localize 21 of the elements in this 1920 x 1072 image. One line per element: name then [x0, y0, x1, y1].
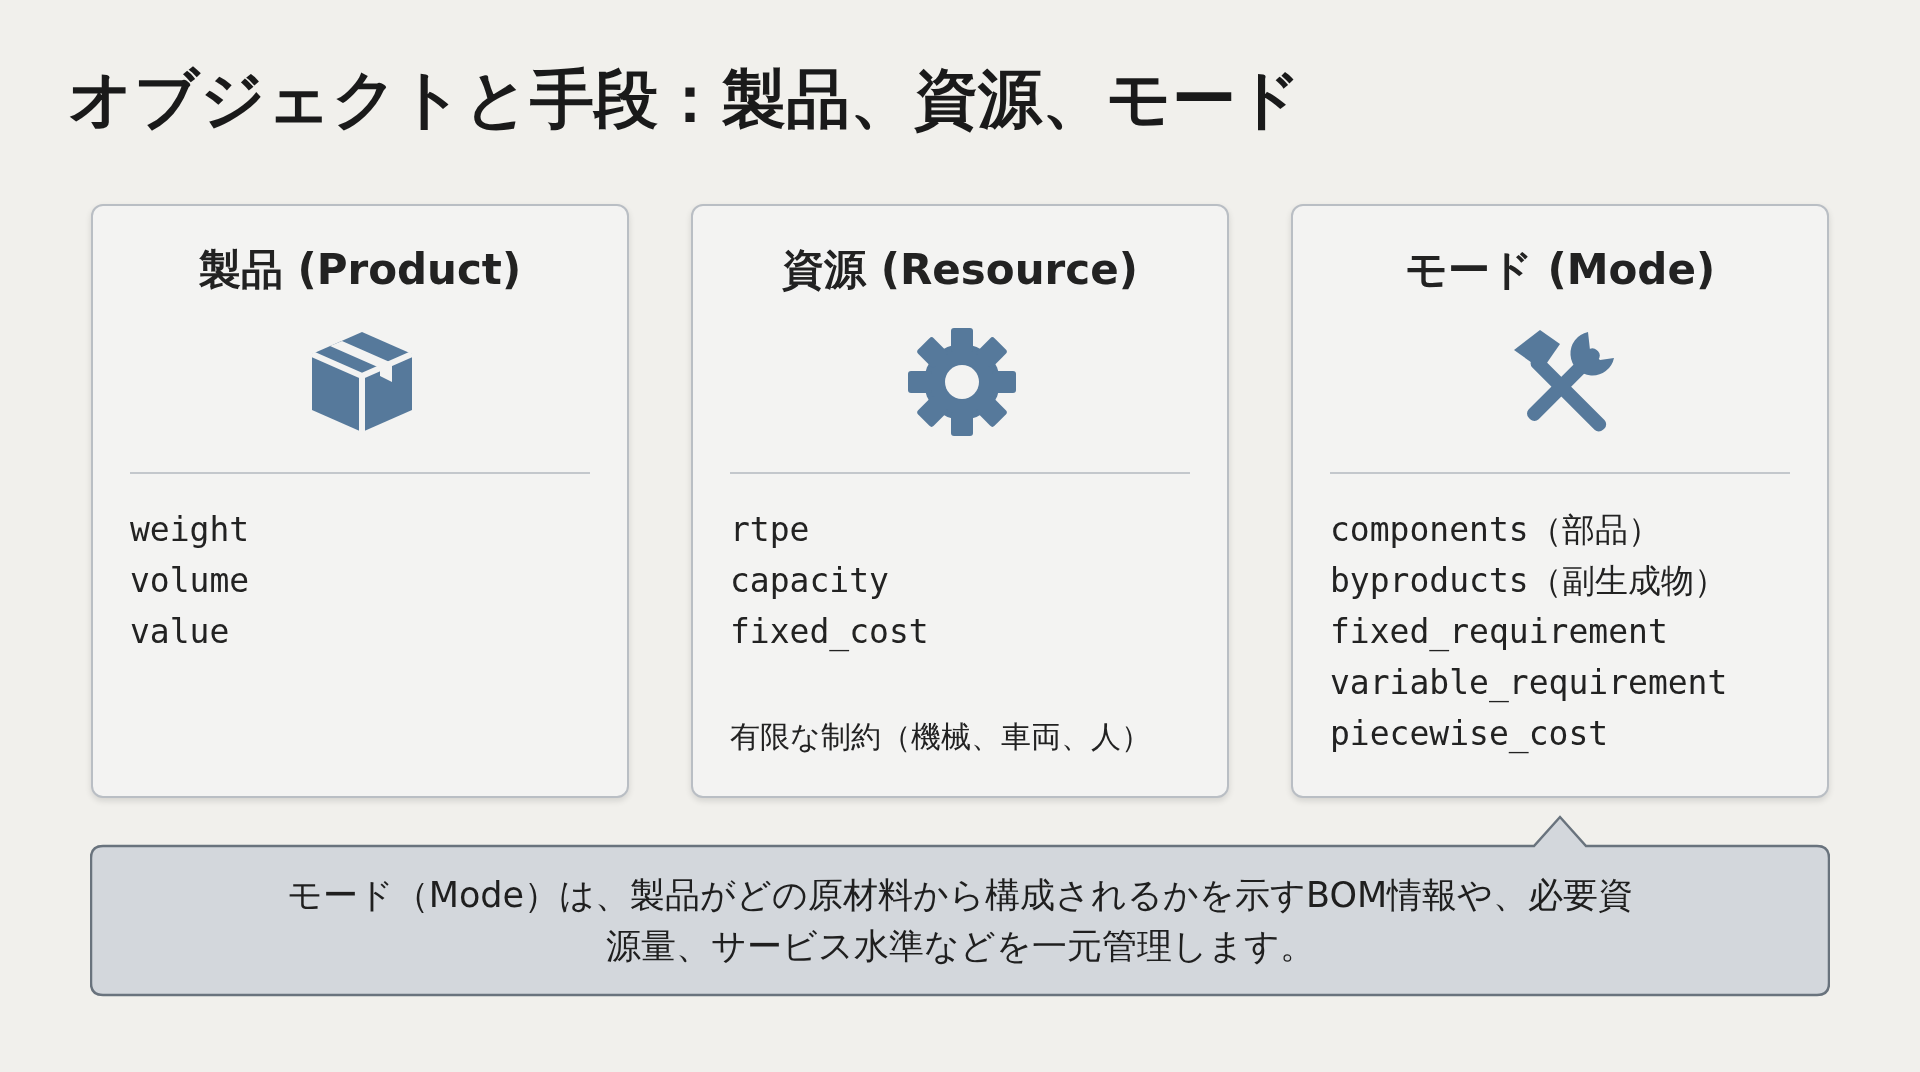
attribute-name: volume — [130, 561, 250, 601]
card — [91, 204, 629, 798]
attribute-name: capacity — [730, 561, 889, 601]
attribute-name: fixed_cost — [730, 612, 929, 652]
attribute-name: weight — [130, 510, 250, 550]
callout-box — [90, 815, 1830, 997]
attribute-name: value — [130, 612, 230, 652]
card-title: モード (Mode) — [1404, 244, 1716, 296]
attribute-name: rtpe — [730, 510, 810, 550]
attribute-name: components（部品） — [1330, 510, 1661, 550]
card-title: 製品 (Product) — [198, 244, 522, 296]
attribute-name: byproducts（副生成物） — [1330, 561, 1727, 601]
callout-text: モード（Mode）は、製品がどの原材料から構成されるかを示すBOM情報や、必要資源量、サービス水準などを一元管理します。 — [285, 874, 1635, 968]
card — [1291, 204, 1829, 798]
attribute-name: variable_requirement — [1330, 663, 1728, 703]
card — [691, 204, 1229, 798]
attribute-name: piecewise_cost — [1330, 714, 1609, 754]
slide-title: オブジェクトと手段：製品、資源、モード — [68, 61, 1302, 138]
note-text: 有限な制約（機械、車両、人） — [730, 718, 1151, 756]
attribute-name: fixed_requirement — [1330, 612, 1668, 652]
card-title: 資源 (Resource) — [782, 244, 1138, 296]
